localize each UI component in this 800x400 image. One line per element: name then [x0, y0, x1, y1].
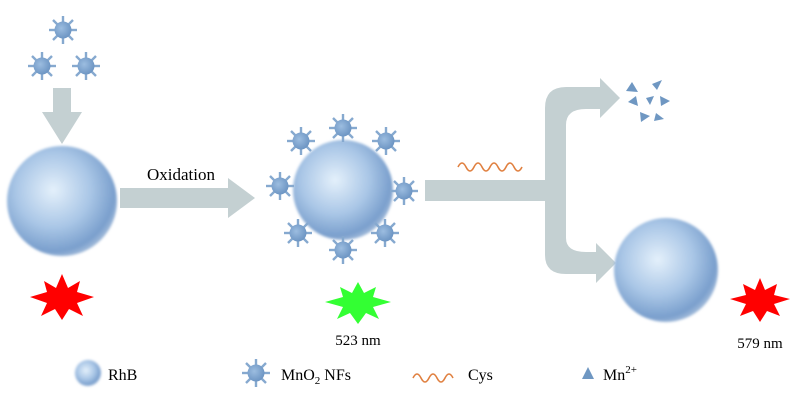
legend-item-rhb: RhB	[75, 360, 137, 386]
mno2-nanoflower-icon	[285, 125, 317, 157]
legend: RhB MnO2 NFs Cys Mn2+	[75, 357, 637, 389]
mno2-nanoflower-icon	[327, 112, 359, 144]
mn-ion-icon	[646, 96, 654, 105]
legend-item-mno2: MnO2 NFs	[240, 357, 351, 389]
mn-ion-icon	[628, 96, 638, 106]
mno2-nanoflower-icon	[264, 170, 296, 202]
mn-ion-cluster	[626, 80, 670, 122]
rhb-sphere-icon	[293, 140, 393, 240]
legend-rhb-label: RhB	[108, 367, 137, 384]
legend-mn-superscript: 2+	[625, 364, 637, 376]
legend-mno2-subscript: 2	[315, 375, 321, 387]
mno2-nanoflower-icon	[370, 125, 402, 157]
green-burst-icon	[325, 282, 391, 324]
mn-ion-icon	[652, 80, 662, 90]
mn-ion-icon	[640, 112, 650, 122]
mno2-nanoflower-icon	[282, 217, 314, 249]
legend-item-mn: Mn2+	[582, 364, 637, 384]
mno2-nanoflower-icon	[47, 14, 79, 46]
mno2-nanoflower-icon	[369, 217, 401, 249]
legend-item-cys: Cys	[412, 367, 493, 384]
branching-arrow	[425, 78, 620, 283]
oxidation-arrow	[120, 178, 255, 218]
mno2-nanoflower-icon	[26, 50, 58, 82]
mno2-nanoflower-icon	[327, 234, 359, 266]
red-burst-right-icon	[730, 278, 790, 322]
legend-mn-label: Mn2+	[603, 364, 637, 384]
mno2-cluster-top	[26, 14, 102, 82]
oxidation-label: Oxidation	[147, 165, 215, 184]
mn-ion-icon	[660, 96, 670, 106]
red-wavelength-label: 579 nm	[737, 336, 783, 352]
cys-wave-icon	[457, 162, 523, 172]
legend-cys-label: Cys	[468, 367, 493, 384]
cys-wave-icon	[412, 373, 454, 383]
rhb-mno2-complex	[264, 112, 420, 266]
mn-ion-icon	[626, 82, 638, 92]
legend-mno2-main: MnO	[281, 367, 315, 384]
rhb-sphere-icon	[75, 360, 101, 386]
rhb-sphere-icon	[7, 146, 117, 256]
mn-ion-icon	[582, 367, 594, 379]
green-wavelength-label: 523 nm	[335, 333, 381, 349]
mno2-nanoflower-icon	[70, 50, 102, 82]
legend-mno2-label: MnO2 NFs	[281, 367, 351, 387]
red-burst-left-icon	[30, 274, 94, 320]
legend-mn-main: Mn	[603, 367, 625, 384]
mno2-nanoflower-icon	[388, 175, 420, 207]
mn-ion-icon	[654, 113, 664, 121]
rhb-sphere-right-icon	[614, 218, 718, 322]
rhb-sphere-left	[7, 146, 117, 256]
down-arrow	[42, 88, 82, 144]
mno2-nanoflower-icon	[240, 357, 272, 389]
legend-mno2-suffix: NFs	[320, 367, 351, 384]
